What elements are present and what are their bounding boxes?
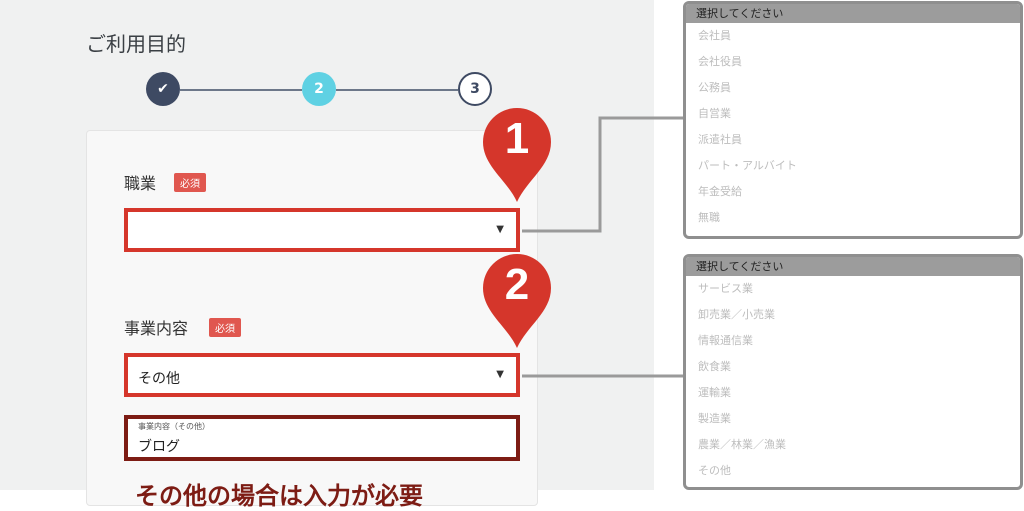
option-item[interactable]: 会社員 [698, 29, 731, 42]
option-item[interactable]: 公務員 [698, 81, 731, 94]
option-item[interactable]: 飲食業 [698, 360, 731, 373]
option-item[interactable]: 派遣社員 [698, 133, 742, 146]
marker-1: 1 [481, 108, 553, 204]
occupation-options-panel: 選択してください 会社員 会社役員 公務員 自営業 派遣社員 パート・アルバイト… [683, 1, 1023, 239]
options-header: 選択してください [686, 4, 1020, 23]
option-item[interactable]: 農業／林業／漁業 [698, 438, 786, 451]
business-other-input[interactable]: 事業内容（その他） ブログ [124, 415, 520, 461]
marker-number: 2 [504, 260, 530, 309]
connector-line-1 [522, 116, 684, 233]
map-pin-icon [483, 108, 551, 202]
step-3[interactable]: 3 [458, 72, 492, 106]
business-other-label: 事業内容（その他） [138, 422, 210, 431]
option-item[interactable]: 運輸業 [698, 386, 731, 399]
option-item[interactable]: 自営業 [698, 107, 731, 120]
business-select[interactable]: その他 ▼ [124, 353, 520, 397]
required-badge: 必須 [209, 318, 241, 337]
business-select-value: その他 [138, 371, 180, 387]
option-item[interactable]: サービス業 [698, 282, 753, 295]
business-options-panel: 選択してください サービス業 卸売業／小売業 情報通信業 飲食業 運輸業 製造業… [683, 254, 1023, 490]
page-title: ご利用目的 [86, 32, 186, 56]
occupation-select[interactable]: ▼ [124, 208, 520, 252]
dropdown-arrow-icon: ▼ [496, 369, 504, 380]
occupation-label: 職業 [124, 174, 157, 193]
annotation-note: その他の場合は入力が必要 [135, 482, 423, 510]
check-icon: ✔ [157, 81, 169, 97]
step-number: 2 [314, 81, 324, 97]
option-item[interactable]: 製造業 [698, 412, 731, 425]
option-item[interactable]: 無職 [698, 211, 720, 224]
business-label: 事業内容 [124, 319, 189, 338]
option-item[interactable]: 卸売業／小売業 [698, 308, 775, 321]
step-connector [180, 89, 302, 91]
marker-number: 1 [504, 114, 530, 163]
required-badge: 必須 [174, 173, 206, 192]
option-item[interactable]: 年金受給 [698, 185, 742, 198]
option-item[interactable]: その他 [698, 464, 731, 477]
step-connector [336, 89, 458, 91]
step-number: 3 [470, 81, 480, 97]
map-pin-icon [483, 254, 551, 348]
options-header: 選択してください [686, 257, 1020, 276]
option-item[interactable]: パート・アルバイト [698, 159, 797, 172]
dropdown-arrow-icon: ▼ [496, 224, 504, 235]
progress-stepper: ✔ 2 3 [146, 72, 496, 108]
option-item[interactable]: 会社役員 [698, 55, 742, 68]
marker-2: 2 [481, 254, 553, 350]
step-2-current[interactable]: 2 [302, 72, 336, 106]
option-item[interactable]: 情報通信業 [698, 334, 753, 347]
step-1-done[interactable]: ✔ [146, 72, 180, 106]
business-other-value: ブログ [138, 439, 180, 455]
